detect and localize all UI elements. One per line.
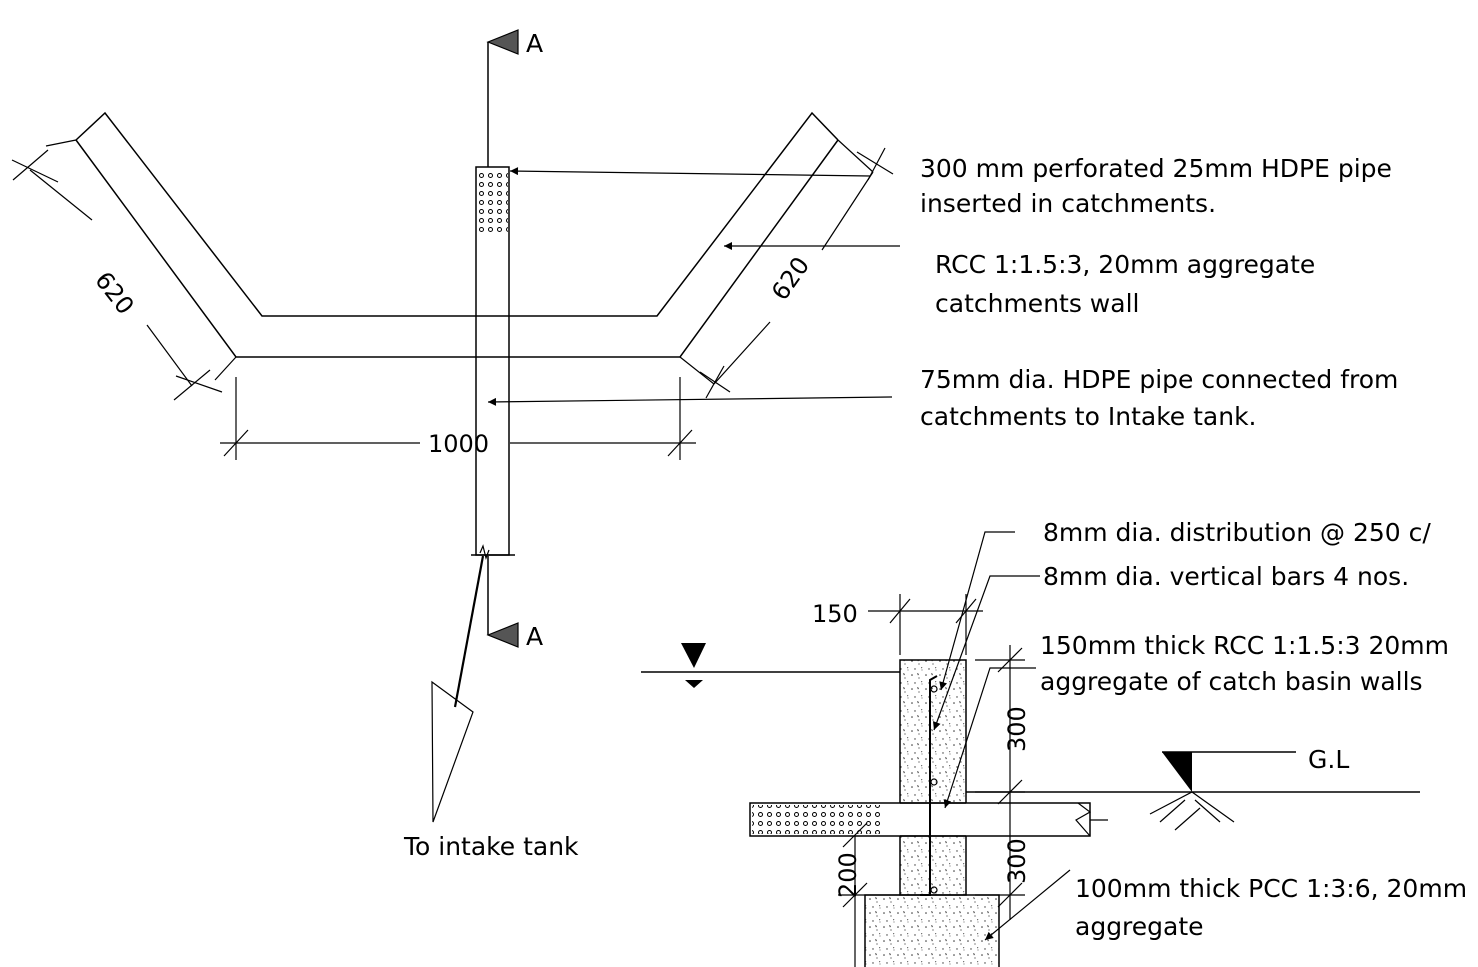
distribution-bars-note: 8mm dia. distribution @ 250 c/ — [1043, 518, 1431, 547]
hdpe-pipe-note-1: 75mm dia. HDPE pipe connected from — [920, 365, 1398, 394]
pipe-break-icon — [479, 544, 490, 561]
section-view: G.L 150 — [641, 531, 1420, 967]
outlet-arrow-icon — [431, 680, 474, 823]
perforated-section-elevation — [752, 805, 882, 834]
dim-above-gl-label: 300 — [1003, 706, 1031, 752]
dim-below-pipe: 300 — [975, 816, 1031, 920]
ground-level-label: G.L — [1308, 745, 1349, 774]
pipe-section-break-icon — [1075, 802, 1092, 837]
dim-left-arm-label: 620 — [89, 266, 139, 319]
hdpe-pipe-note-2: catchments to Intake tank. — [920, 402, 1257, 431]
perforated-pipe-note-2: inserted in catchments. — [920, 189, 1216, 218]
wall-spec-note-1: 150mm thick RCC 1:1.5:3 20mm — [1040, 631, 1449, 660]
leader-vertical-bars — [932, 575, 1040, 731]
section-mark-bottom: A — [526, 622, 543, 651]
dim-left-arm: 620 — [11, 139, 237, 401]
dim-base: 1000 — [220, 377, 696, 460]
plan-callouts: 300 mm perforated 25mm HDPE pipe inserte… — [920, 154, 1398, 431]
pcc-note-1: 100mm thick PCC 1:3:6, 20mm — [1075, 874, 1467, 903]
section-mark-top: A — [526, 29, 543, 58]
vertical-bar — [920, 675, 938, 896]
water-level-icon — [681, 643, 706, 668]
dim-above-gl: 300 — [975, 645, 1031, 816]
leader-distribution-bars — [939, 531, 1015, 691]
rcc-wall-note-1: RCC 1:1.5:3, 20mm aggregate — [935, 250, 1315, 279]
wall-spec-note-2: aggregate of catch basin walls — [1040, 667, 1423, 696]
dim-footing-label: 200 — [834, 852, 862, 898]
catchment-wall-outer — [75, 139, 839, 358]
ground-level-icon — [1162, 752, 1192, 792]
plan-view: A A To intake tank 620 — [11, 29, 900, 861]
leader-hdpe-pipe — [487, 396, 893, 406]
section-callouts: 8mm dia. distribution @ 250 c/ 8mm dia. … — [1040, 518, 1467, 941]
rcc-wall-note-2: catchments wall — [935, 289, 1139, 318]
pcc-footing-section — [864, 894, 1000, 967]
dim-footing: 200 — [834, 822, 900, 967]
pcc-note-2: aggregate — [1075, 912, 1204, 941]
perforated-pipe-note-1: 300 mm perforated 25mm HDPE pipe — [920, 154, 1392, 183]
dim-wall-thickness: 150 — [812, 594, 983, 655]
perforated-section-plan — [477, 170, 508, 232]
catchment-wall-inner — [75, 111, 839, 317]
dim-right-arm: 620 — [679, 139, 894, 399]
section-flag-top-icon — [486, 29, 519, 55]
rcc-wall-section — [899, 659, 967, 896]
vertical-bars-note: 8mm dia. vertical bars 4 nos. — [1043, 562, 1409, 591]
dim-base-label: 1000 — [428, 430, 489, 458]
leader-wall-spec — [943, 667, 1036, 809]
section-flag-bottom-icon — [486, 622, 519, 648]
outlet-label: To intake tank — [403, 832, 579, 861]
dim-right-arm-label: 620 — [766, 252, 815, 306]
dim-below-pipe-label: 300 — [1003, 838, 1031, 884]
leader-pcc — [984, 869, 1071, 941]
dim-wall-thickness-label: 150 — [812, 600, 858, 628]
leader-perforated-pipe — [509, 167, 871, 177]
